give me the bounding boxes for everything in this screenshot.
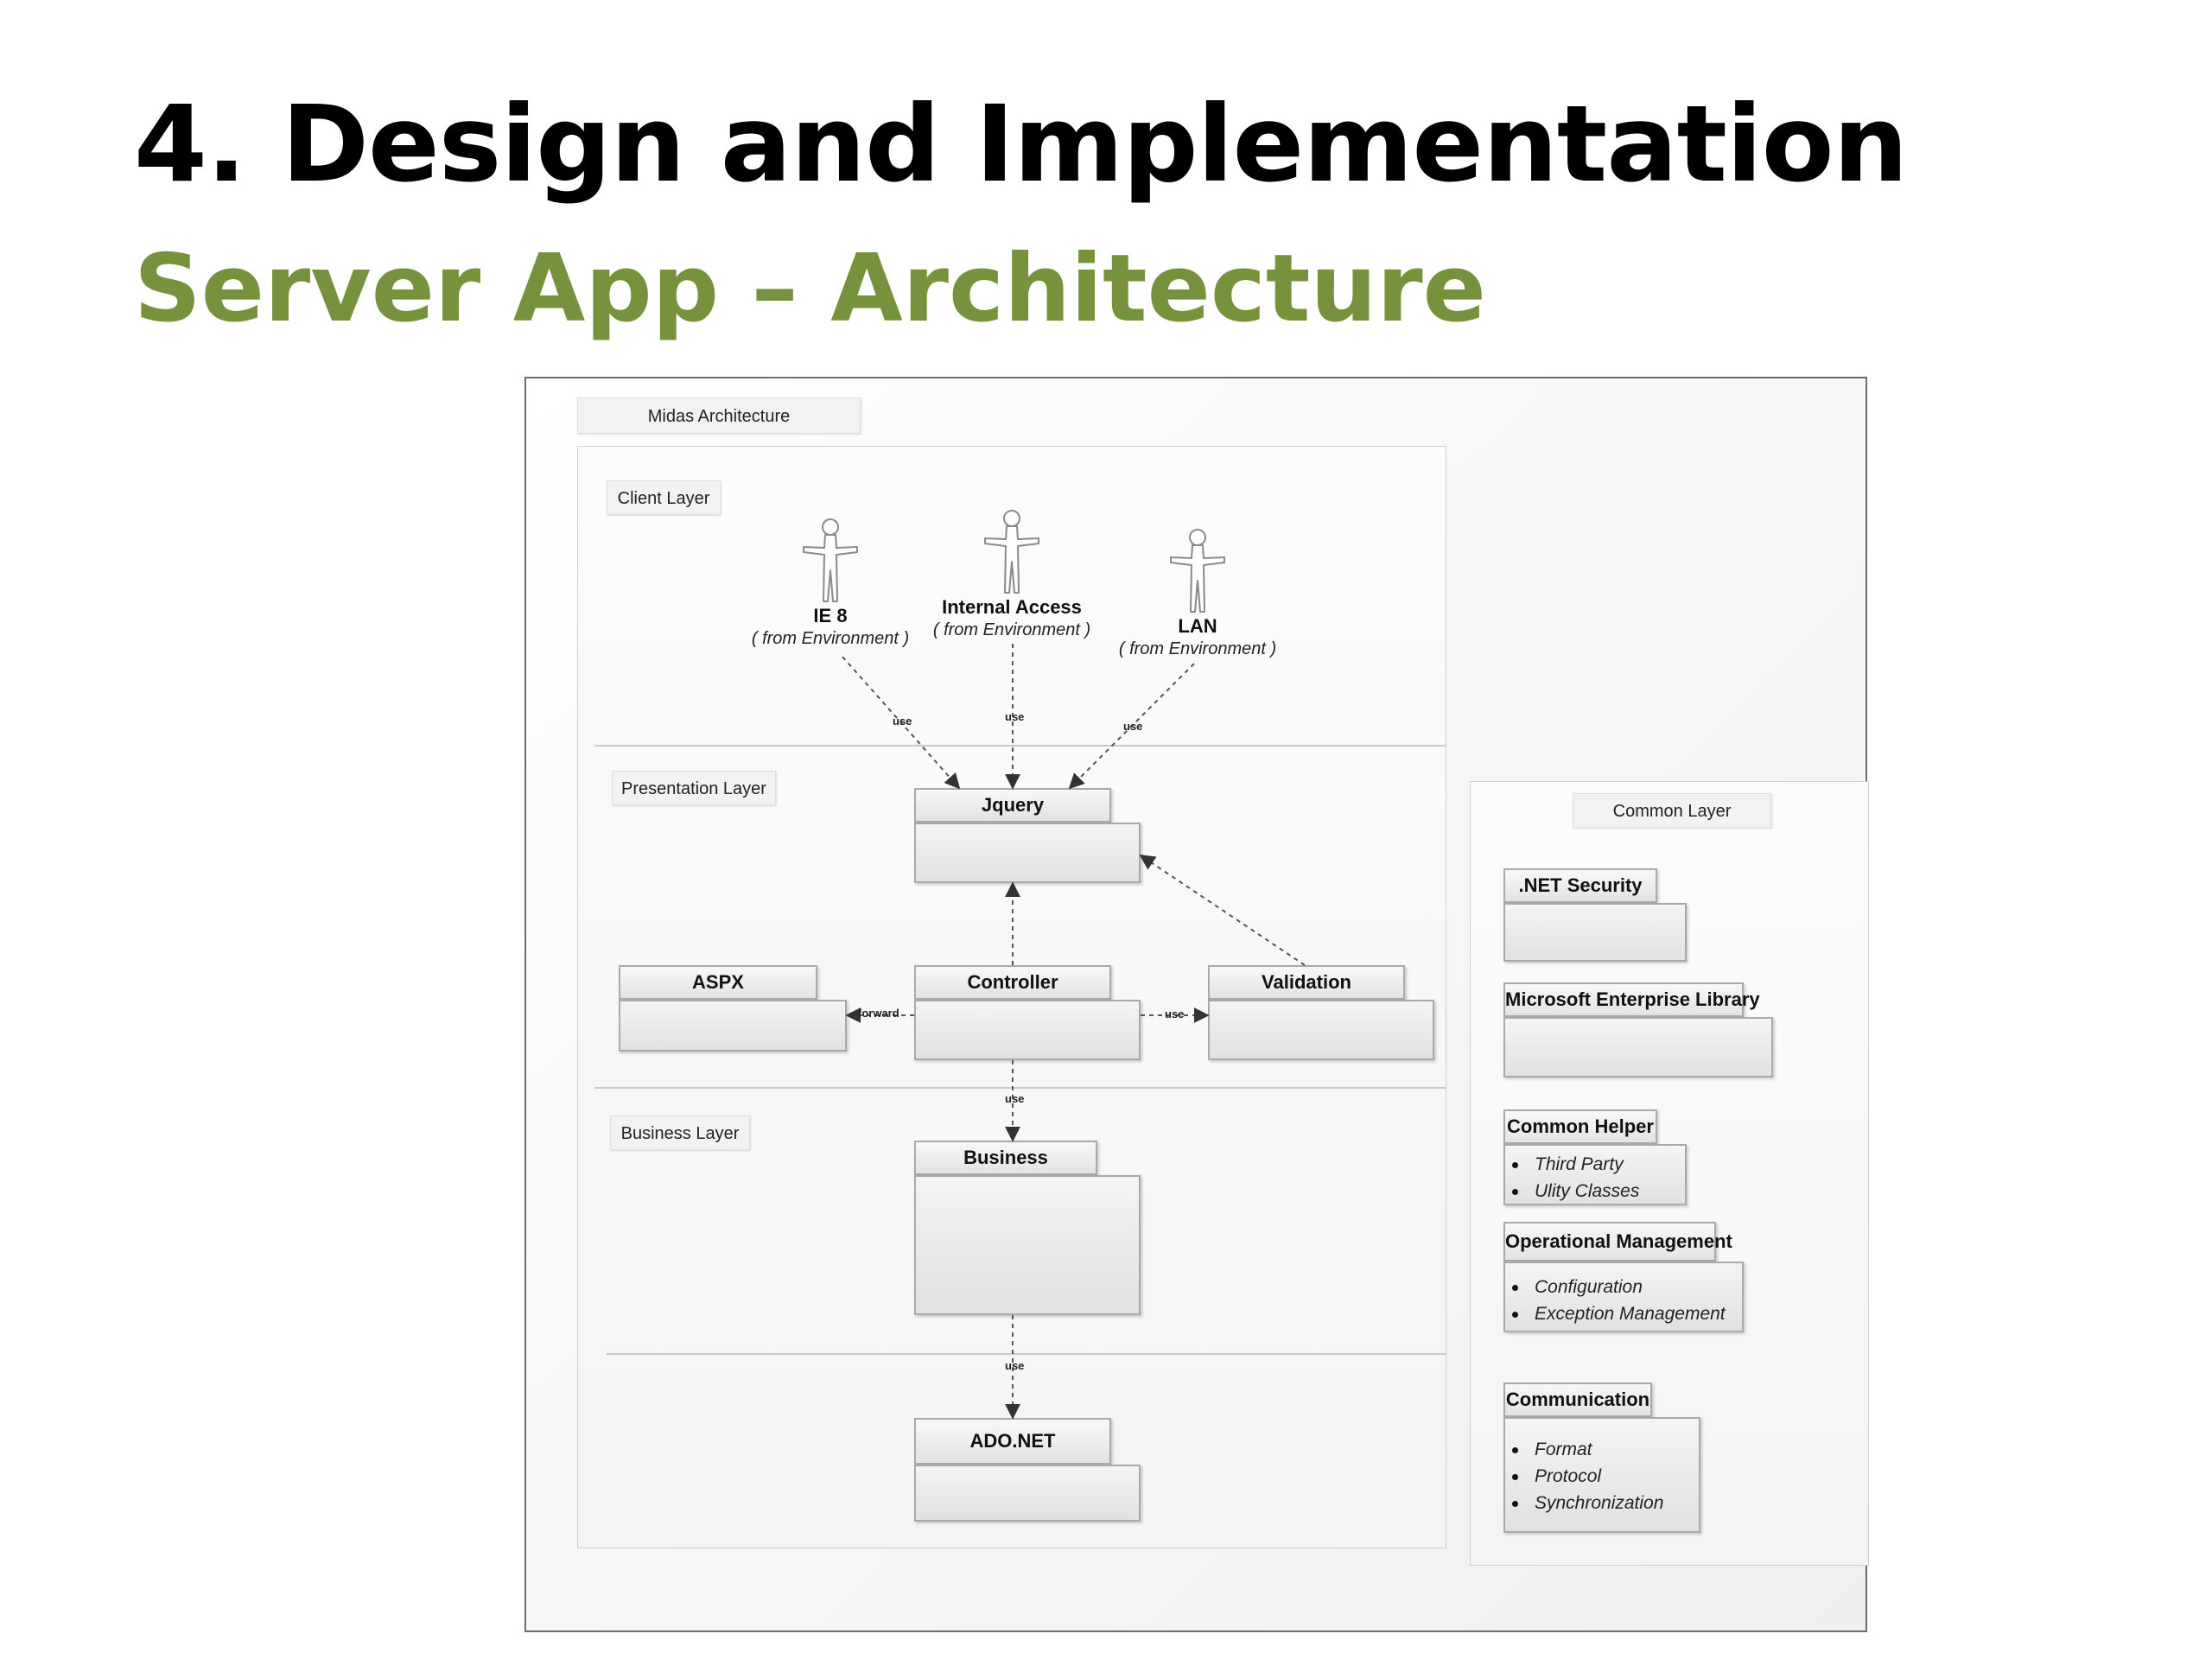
package-operational-management-label: Operational Management <box>1503 1222 1732 1262</box>
edge-label-use: use <box>1005 1359 1024 1372</box>
list-item: Configuration <box>1512 1274 1742 1300</box>
frame-title-tab: Midas Architecture <box>577 397 861 434</box>
component-business: Business <box>914 1141 1141 1315</box>
common-helper-list: Third Party Ulity Classes <box>1505 1146 1685 1205</box>
package-operational-management: Operational Management Configuration Exc… <box>1503 1222 1744 1332</box>
package-common-helper-label: Common Helper <box>1503 1109 1657 1144</box>
actor-lan-stereotype: ( from Environment ) <box>1118 639 1277 658</box>
package-net-security-label: .NET Security <box>1503 868 1657 903</box>
list-item: Synchronization <box>1512 1490 1699 1516</box>
package-communication-label: Communication <box>1503 1382 1652 1417</box>
edge-validation-jquery <box>1139 854 1306 966</box>
component-validation-label: Validation <box>1208 965 1405 1000</box>
actor-ie8-stereotype: ( from Environment ) <box>751 629 910 648</box>
data-layer-divider <box>607 1353 1446 1355</box>
common-layer-tab: Common Layer <box>1573 793 1771 828</box>
actor-figure-icon <box>803 518 858 602</box>
package-enterprise-library-label: Microsoft Enterprise Library <box>1503 982 1760 1017</box>
actor-figure-icon <box>984 510 1039 594</box>
list-item: Third Party <box>1512 1151 1685 1178</box>
presentation-layer-tab: Presentation Layer <box>612 771 776 805</box>
component-aspx: ASPX <box>619 965 847 1052</box>
actor-ie8: IE 8 ( from Environment ) <box>744 518 917 650</box>
slide-title: 4. Design and Implementation <box>134 83 1908 206</box>
actor-figure-icon <box>1170 529 1225 613</box>
component-controller: Controller <box>914 965 1141 1060</box>
business-layer-divider <box>594 1087 1446 1089</box>
package-enterprise-library: Microsoft Enterprise Library <box>1503 982 1773 1077</box>
edge-label-use: use <box>1005 1092 1024 1105</box>
actor-internal-access: Internal Access ( from Environment ) <box>925 510 1098 641</box>
actor-lan: LAN ( from Environment ) <box>1111 529 1284 660</box>
edge-label-forward: forward <box>858 1007 899 1020</box>
edge-lan-jquery <box>1068 663 1195 790</box>
edge-label-use: use <box>893 715 912 728</box>
edge-label-use: use <box>1165 1007 1184 1020</box>
slide-subtitle: Server App – Architecture <box>134 235 1486 343</box>
communication-list: Format Protocol Synchronization <box>1505 1419 1699 1516</box>
operational-management-list: Configuration Exception Management <box>1505 1263 1742 1327</box>
list-item: Exception Management <box>1512 1300 1742 1327</box>
component-adonet: ADO.NET <box>914 1418 1141 1522</box>
list-item: Format <box>1512 1436 1699 1463</box>
component-business-label: Business <box>914 1141 1097 1175</box>
edge-label-use: use <box>1123 720 1142 733</box>
edge-ie8-jquery <box>842 656 961 790</box>
actor-internal-access-stereotype: ( from Environment ) <box>932 620 1091 639</box>
actor-ie8-name: IE 8 <box>813 605 848 626</box>
business-layer-tab: Business Layer <box>610 1116 750 1150</box>
package-communication: Communication Format Protocol Synchroniz… <box>1503 1382 1700 1533</box>
component-jquery-label: Jquery <box>914 788 1111 823</box>
component-aspx-label: ASPX <box>619 965 817 1000</box>
component-jquery: Jquery <box>914 788 1141 883</box>
package-net-security: .NET Security <box>1503 868 1687 962</box>
client-layer-tab: Client Layer <box>607 480 721 515</box>
edge-label-use: use <box>1005 710 1024 723</box>
component-validation: Validation <box>1208 965 1434 1060</box>
package-common-helper: Common Helper Third Party Ulity Classes <box>1503 1109 1687 1205</box>
actor-internal-access-name: Internal Access <box>942 596 1082 618</box>
presentation-layer-divider <box>594 745 1446 747</box>
actor-lan-name: LAN <box>1178 615 1217 637</box>
component-controller-label: Controller <box>914 965 1111 1000</box>
list-item: Protocol <box>1512 1463 1699 1490</box>
list-item: Ulity Classes <box>1512 1178 1685 1205</box>
